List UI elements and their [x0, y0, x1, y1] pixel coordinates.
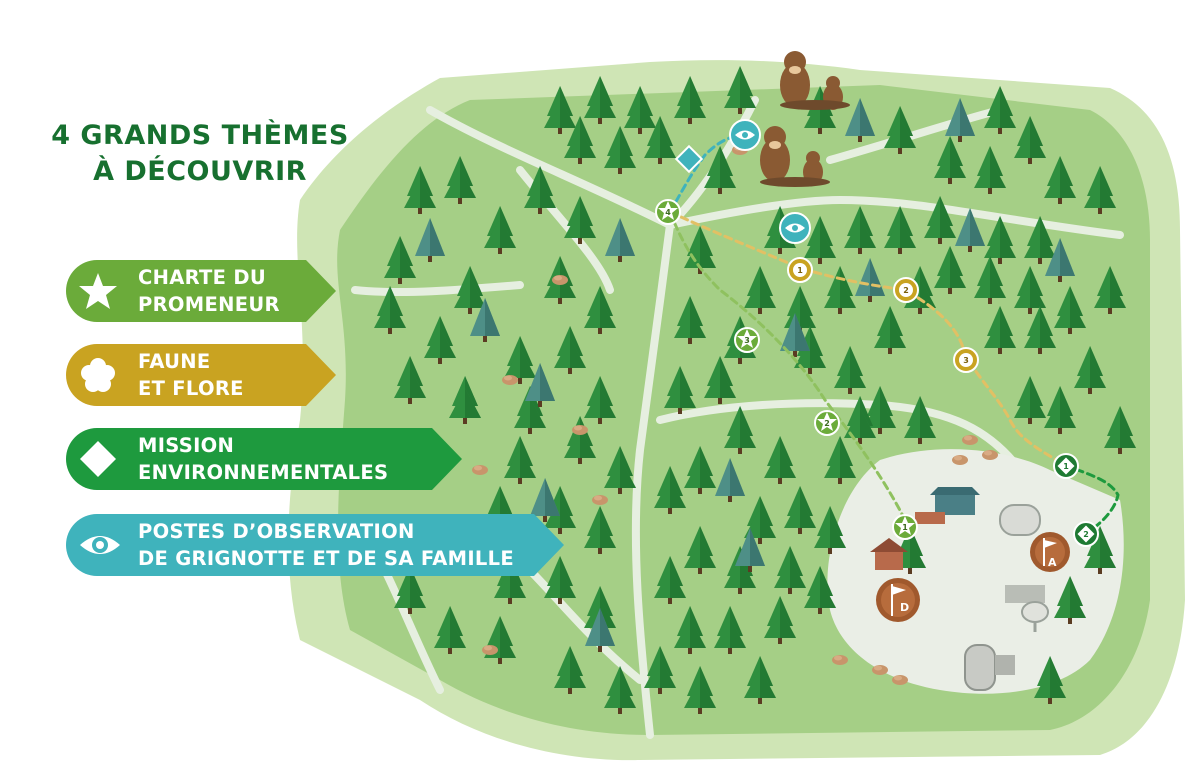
flower-marker-3-number: 3: [963, 356, 969, 365]
star-marker-4-number: 4: [665, 208, 671, 217]
flower-icon: [81, 358, 115, 392]
flag-marker-arrivee[interactable]: A: [1030, 532, 1070, 572]
diamond-icon: [80, 441, 116, 477]
flag-letter-d: D: [900, 601, 909, 614]
legend-item-faune[interactable]: FAUNE ET FLORE: [66, 344, 336, 406]
legend-banner-charte: [66, 260, 336, 322]
page-title: 4 GRANDS THÈMES À DÉCOUVRIR: [40, 118, 360, 190]
village-clearing: [827, 449, 1124, 694]
star-marker-3-number: 3: [744, 336, 750, 345]
diamond-marker-1[interactable]: 1: [1053, 453, 1079, 479]
flower-marker-1[interactable]: 1: [787, 257, 813, 283]
village-buildings: [870, 487, 1049, 691]
flower-marker-3[interactable]: 3: [953, 347, 979, 373]
marmot-family-middle: [760, 126, 830, 187]
star-marker-1[interactable]: 1: [892, 514, 918, 540]
star-icon: [79, 273, 117, 309]
trail-lines: [668, 133, 1120, 535]
eye-icon: [80, 536, 120, 554]
page-title-line-1: 4 GRANDS THÈMES: [51, 120, 349, 151]
star-marker-2[interactable]: 2: [814, 410, 840, 436]
star-marker-1-number: 1: [902, 523, 908, 532]
legend-item-charte[interactable]: CHARTE DU PROMENEUR: [66, 260, 336, 322]
legend-banner-observation: [66, 514, 564, 576]
flag-marker-depart[interactable]: D: [876, 578, 920, 622]
flag-letter-a: A: [1048, 556, 1057, 569]
observation-marker-2[interactable]: [779, 212, 811, 244]
observation-marker-1[interactable]: [729, 119, 761, 151]
page-title-line-2: À DÉCOUVRIR: [93, 156, 307, 187]
marmot-family-north: [780, 51, 850, 110]
star-marker-2-number: 2: [824, 419, 830, 428]
diamond-marker-1-number: 1: [1063, 462, 1069, 471]
star-marker-4[interactable]: 4: [655, 199, 681, 225]
flower-marker-1-number: 1: [797, 266, 803, 275]
diamond-marker-2-number: 2: [1083, 530, 1089, 539]
legend-label-mission: MISSION ENVIRONNEMENTALES: [138, 434, 389, 484]
flower-marker-2-number: 2: [903, 286, 909, 295]
legend-label-faune: FAUNE ET FLORE: [138, 350, 244, 400]
flower-marker-2[interactable]: 2: [893, 277, 919, 303]
observation-marker-diamond[interactable]: [674, 144, 704, 174]
legend-banner-mission: [66, 428, 462, 490]
legend-item-mission[interactable]: MISSION ENVIRONNEMENTALES: [66, 428, 462, 490]
legend-banner-faune: [66, 344, 336, 406]
diamond-marker-2[interactable]: 2: [1073, 521, 1099, 547]
legend-label-observation: POSTES D’OBSERVATION DE GRIGNOTTE ET DE …: [138, 520, 514, 570]
legend-item-observation[interactable]: POSTES D’OBSERVATION DE GRIGNOTTE ET DE …: [66, 514, 564, 576]
legend-label-charte: CHARTE DU PROMENEUR: [138, 266, 280, 316]
star-marker-3[interactable]: 3: [734, 327, 760, 353]
